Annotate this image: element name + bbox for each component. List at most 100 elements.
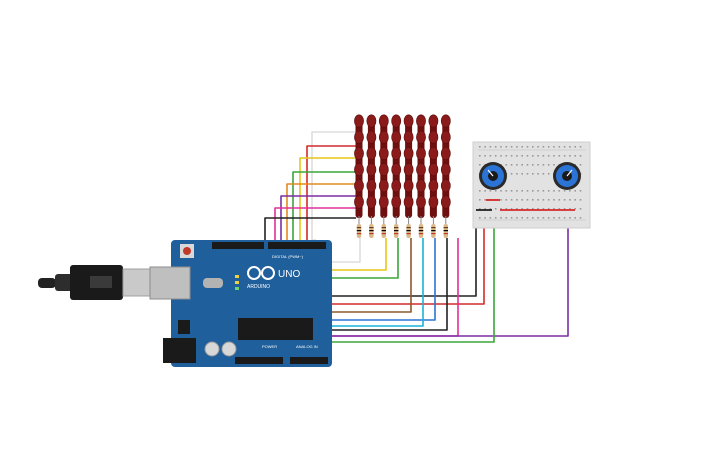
led[interactable] (428, 114, 439, 128)
wire-green[interactable] (292, 171, 356, 240)
breadboard-hole (563, 190, 566, 192)
wire-blue[interactable] (332, 238, 436, 321)
breadboard-hole (505, 155, 508, 157)
led[interactable] (403, 114, 414, 128)
led[interactable] (440, 146, 451, 160)
led[interactable] (428, 146, 439, 160)
breadboard-hole (547, 173, 550, 175)
led[interactable] (416, 146, 426, 160)
resistor-band (369, 230, 374, 232)
wire-cyan[interactable] (315, 238, 424, 340)
led[interactable] (366, 195, 377, 209)
led[interactable] (354, 195, 364, 209)
led[interactable] (378, 179, 389, 193)
led[interactable] (416, 179, 426, 193)
breadboard-hole (510, 155, 513, 157)
led[interactable] (428, 163, 439, 177)
breadboard-hole (516, 199, 518, 201)
led[interactable] (403, 163, 414, 177)
usb-cable[interactable] (38, 265, 159, 300)
led[interactable] (391, 179, 402, 193)
led[interactable] (403, 179, 414, 193)
led[interactable] (440, 195, 451, 209)
crystal (203, 278, 223, 288)
resistor-band (418, 227, 424, 229)
led[interactable] (403, 130, 414, 144)
led[interactable] (378, 163, 389, 177)
wire-white[interactable] (311, 131, 356, 241)
led[interactable] (428, 195, 439, 209)
breadboard-hole (542, 155, 545, 157)
led[interactable] (428, 179, 439, 193)
breadboard-hole (505, 146, 508, 148)
led[interactable] (354, 146, 364, 160)
led[interactable] (391, 146, 402, 160)
potentiometer-1[interactable] (479, 162, 507, 190)
breadboard-hole (521, 199, 523, 201)
led[interactable] (354, 163, 364, 177)
led[interactable] (366, 179, 377, 193)
led[interactable] (391, 130, 402, 144)
wire-black-right[interactable] (332, 210, 477, 297)
wire-brown[interactable] (332, 238, 412, 313)
wire-red-right[interactable] (332, 204, 485, 305)
breadboard-hole (558, 208, 561, 210)
breadboard-hole (489, 217, 492, 219)
wire-yellow[interactable] (299, 157, 356, 240)
led[interactable] (366, 114, 377, 128)
resistor-band (369, 227, 374, 229)
resistor-band (381, 230, 386, 232)
led[interactable] (354, 114, 364, 128)
microcontroller-chip (238, 318, 313, 340)
led[interactable] (378, 130, 389, 144)
breadboard[interactable] (472, 141, 591, 229)
wire-orange[interactable] (286, 183, 356, 240)
led[interactable] (378, 195, 389, 209)
board-brand-text: ARDUINO (247, 284, 270, 290)
wire-purple[interactable] (280, 195, 356, 240)
wire-pink[interactable] (274, 207, 356, 240)
resistor-band (356, 227, 362, 229)
led[interactable] (440, 114, 451, 128)
led[interactable] (391, 195, 402, 209)
led[interactable] (391, 163, 402, 177)
wire-red[interactable] (306, 145, 356, 240)
board-power-text: POWER (262, 344, 277, 349)
led[interactable] (378, 114, 389, 128)
led[interactable] (354, 179, 364, 193)
wire-black-top[interactable] (264, 217, 356, 240)
breadboard-hole (547, 199, 550, 201)
led[interactable] (440, 179, 451, 193)
led[interactable] (428, 130, 439, 144)
breadboard-hole (516, 208, 518, 210)
led[interactable] (440, 163, 451, 177)
breadboard-hole (542, 217, 545, 219)
breadboard-hole (553, 146, 555, 148)
led[interactable] (354, 130, 364, 144)
led[interactable] (403, 146, 414, 160)
usb-jack (149, 266, 191, 300)
breadboard-hole (574, 190, 576, 192)
led[interactable] (366, 130, 377, 144)
breadboard-hole (494, 146, 497, 148)
wire-purple-bottom[interactable] (328, 212, 569, 337)
led[interactable] (416, 163, 426, 177)
breadboard-hole (563, 146, 566, 148)
led[interactable] (366, 146, 377, 160)
led[interactable] (378, 146, 389, 160)
arduino-board[interactable]: UNO ARDUINO DIGITAL (PWM~) POWER ANALOG … (149, 240, 332, 367)
led[interactable] (416, 195, 426, 209)
breadboard-hole (479, 199, 481, 201)
breadboard-hole (510, 164, 513, 166)
breadboard-hole (494, 208, 497, 210)
led[interactable] (440, 130, 451, 144)
breadboard-hole (553, 208, 555, 210)
led[interactable] (416, 114, 426, 128)
potentiometer-2[interactable] (553, 162, 581, 190)
resistor-band (406, 227, 411, 229)
led[interactable] (366, 163, 377, 177)
led[interactable] (416, 130, 426, 144)
led[interactable] (391, 114, 402, 128)
led[interactable] (403, 195, 414, 209)
breadboard-hole (510, 190, 513, 192)
